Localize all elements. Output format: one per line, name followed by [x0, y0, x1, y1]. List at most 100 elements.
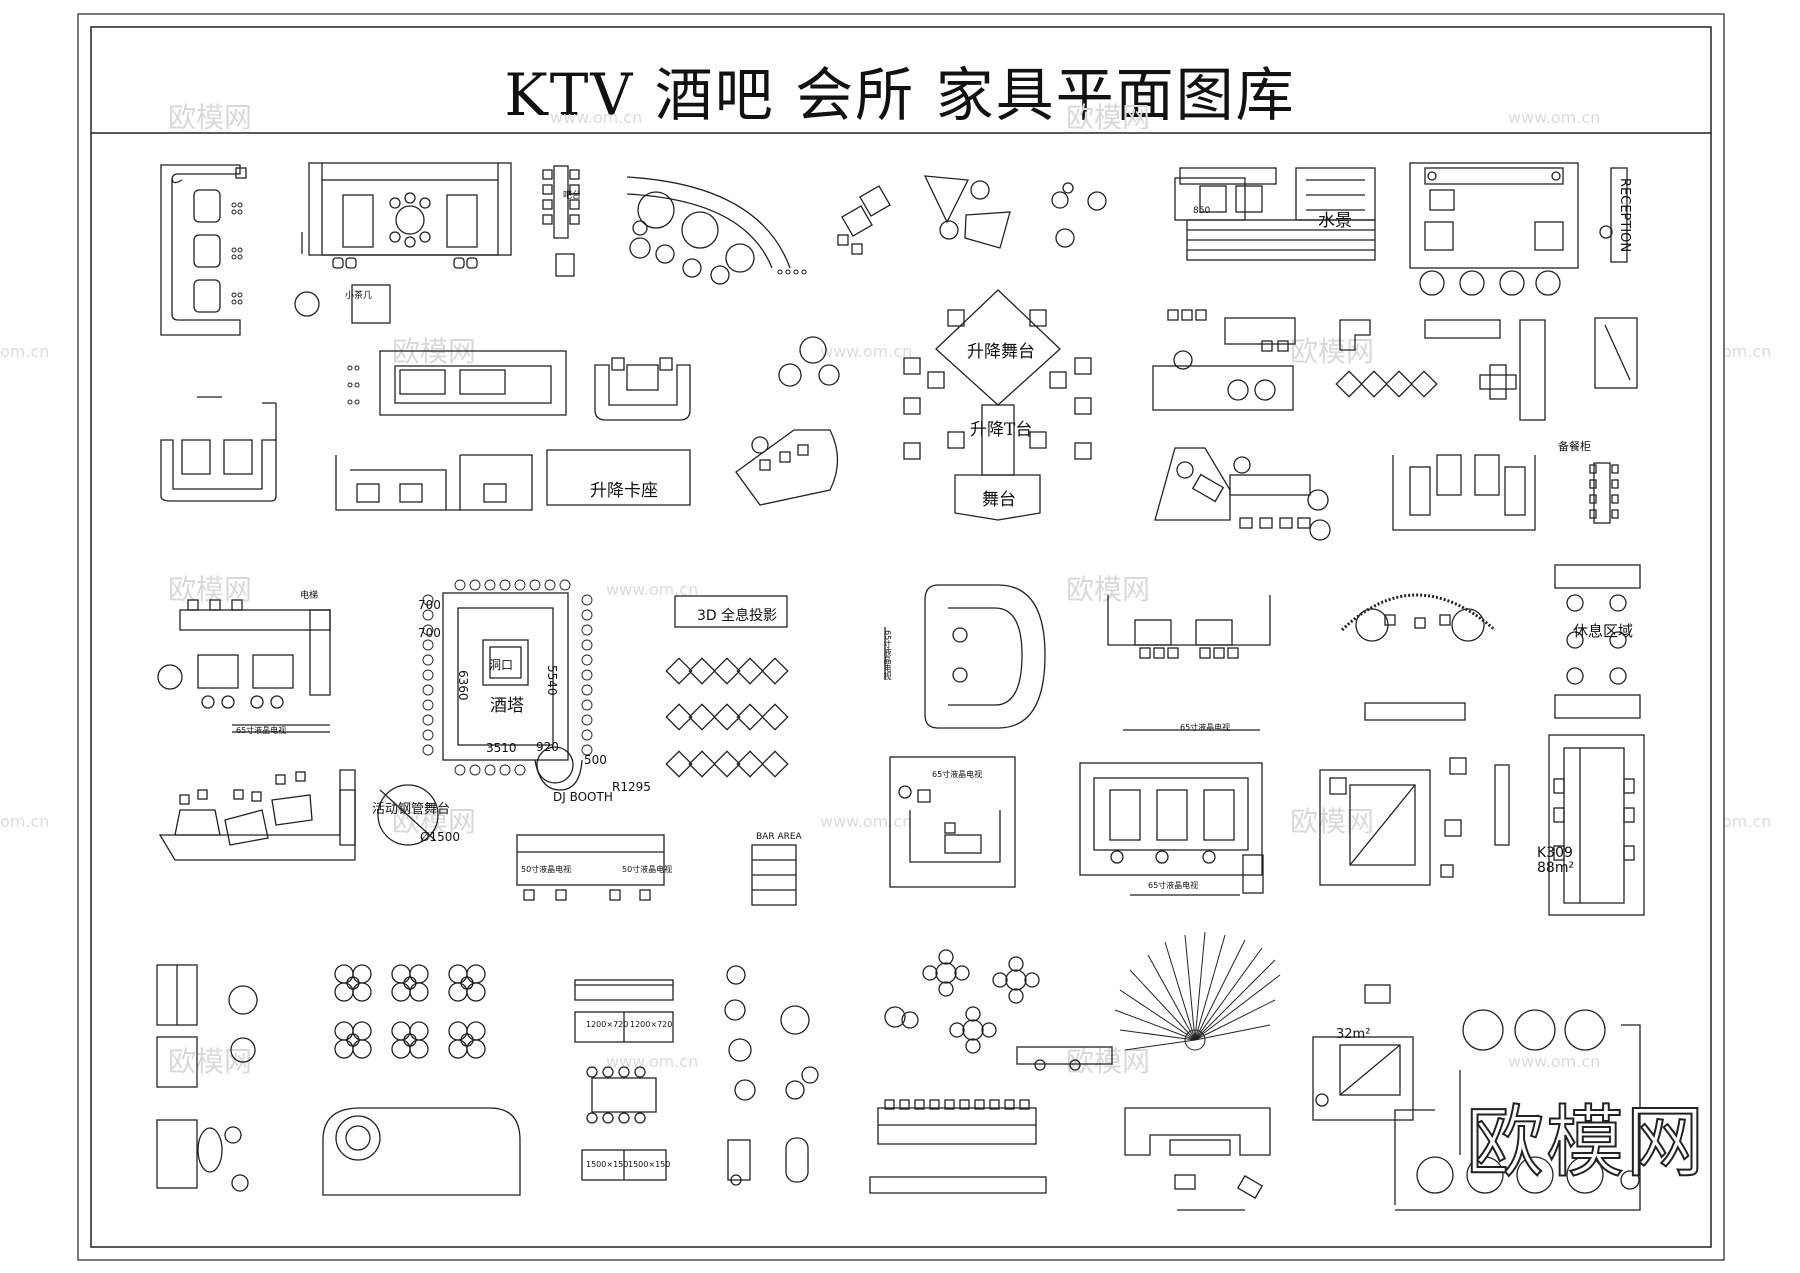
dimension-5540: 5540 — [545, 665, 559, 696]
lift-booth — [335, 449, 691, 511]
tv-room-a — [889, 756, 1016, 888]
tv-65-label: 65寸液晶电视 — [1148, 881, 1199, 890]
stage-label: 舞台 — [982, 490, 1016, 510]
small-tea-table — [351, 284, 391, 324]
watermark-url: om.cn — [0, 812, 50, 831]
reception-area — [1409, 162, 1628, 296]
dimension-500: 500 — [584, 753, 607, 767]
curved-bar-counter — [626, 176, 807, 285]
bar-table-vertical — [542, 165, 580, 277]
clover-tables-grid — [334, 964, 486, 1059]
tv-65-label: 65寸液晶电视 — [236, 726, 287, 735]
shard-tables — [923, 175, 1107, 249]
movable-stage-label: 活动钢管舞台 — [372, 802, 451, 817]
long-dining-tables — [574, 979, 674, 1181]
room-plan-32 — [1312, 984, 1414, 1121]
projection-label: 3D 全息投影 — [697, 608, 778, 624]
sofa-lounge-stack — [156, 964, 258, 1192]
dj-booth-label: DJ BOOTH — [553, 790, 613, 804]
curved-bar-platform — [322, 1107, 521, 1196]
tv-room-b — [1079, 762, 1264, 896]
bar-counter-lounge — [157, 599, 331, 733]
bar-seating-group — [1152, 309, 1296, 411]
watermark-url: www.om.cn — [1508, 1052, 1601, 1071]
dimension-6360: 6360 — [456, 670, 470, 701]
tv-50-label: 50寸液晶电视 — [622, 865, 673, 874]
lounge-chair-icon — [294, 291, 320, 317]
tv-65-label: 65寸液晶电视 — [1180, 723, 1231, 732]
watermark-url: www.om.cn — [820, 342, 913, 361]
room-plan-a — [1319, 757, 1467, 886]
starburst-ceiling — [1114, 931, 1281, 1051]
watermark-brand: 欧模网 — [392, 805, 477, 838]
tv-65-vertical-label: 65寸液晶电视 — [883, 630, 892, 681]
room-area-label: 88m² — [1537, 860, 1575, 876]
dimension-1200x720: 1200×720 — [630, 1020, 673, 1029]
lift-t-stage-label: 升降T台 — [970, 420, 1033, 440]
curved-booth-sofa — [160, 164, 247, 336]
room-plan-k309 — [1494, 734, 1645, 916]
scattered-chairs — [724, 965, 819, 1186]
backup-cabinet-label: 备餐柜 — [1558, 440, 1591, 453]
bar-area-table — [751, 844, 797, 906]
l-sofa-corner — [1154, 447, 1331, 541]
curved-lounge-arc — [1340, 593, 1496, 721]
tv-65-label: 65寸液晶电视 — [932, 770, 983, 779]
bar-counter-label: 吧台 — [563, 191, 582, 201]
reception-label: RECEPTION — [1617, 178, 1632, 253]
stage-seating — [158, 769, 356, 861]
tv-booth-group — [1107, 595, 1271, 731]
ktv-curved-booth — [594, 357, 691, 421]
watermark-brand: 欧模网 — [1290, 335, 1375, 368]
water-feature-lounge — [1174, 167, 1376, 261]
l-counter — [1335, 319, 1546, 421]
rest-area — [1554, 564, 1641, 719]
dimension-d1500: Ø1500 — [420, 830, 460, 844]
watermark-url: om.cn — [1722, 812, 1772, 831]
room-code-label: K309 — [1537, 845, 1573, 861]
u-shaped-booth — [301, 162, 512, 269]
l-booth-small — [160, 396, 277, 502]
watermark-url: om.cn — [1722, 342, 1772, 361]
movable-pole-stage — [377, 784, 439, 846]
dimension-700-b: 700 — [418, 626, 441, 640]
dimension-850: 850 — [1193, 206, 1211, 216]
small-table-label: 小茶几 — [345, 291, 373, 301]
watermark-brand: 欧模网 — [168, 101, 253, 134]
dimension-1200x720: 1200×720 — [586, 1020, 629, 1029]
brand-logo: 欧模网 — [1465, 1097, 1707, 1189]
watermark-url: www.om.cn — [550, 108, 643, 127]
stage-booth — [1124, 1107, 1271, 1211]
watermark-url: www.om.cn — [1508, 108, 1601, 127]
long-sofa-row — [347, 350, 567, 416]
projection-box — [674, 595, 788, 628]
area-32-label: 32m² — [1336, 1027, 1371, 1042]
round-booth-grid — [1394, 1009, 1641, 1211]
watermark-brand: 欧模网 — [1066, 101, 1151, 134]
tv-50-label: 50寸液晶电视 — [521, 865, 572, 874]
hole-label: 洞口 — [489, 658, 514, 672]
watermark-brand: 欧模网 — [1290, 805, 1375, 838]
lounge-label: 休息区域 — [1573, 622, 1634, 640]
bar-area-label: BAR AREA — [756, 832, 802, 842]
billiard-table — [1594, 317, 1638, 389]
watermark-brand: 欧模网 — [1066, 1045, 1151, 1078]
watermark-url: www.om.cn — [606, 580, 699, 599]
dimension-1500x150: 1500×150 — [586, 1160, 629, 1169]
watermark-url: om.cn — [0, 342, 50, 361]
round-table-cluster — [884, 949, 1113, 1071]
elevator-label: 电梯 — [300, 591, 319, 601]
lift-stage — [903, 289, 1092, 521]
wine-tower-bubbles — [422, 579, 593, 776]
lift-booth-label: 升降卡座 — [590, 481, 658, 501]
wine-tower-stage — [442, 592, 583, 791]
bar-area-room — [516, 834, 665, 901]
inner-frame — [90, 26, 1712, 1248]
dimension-700-a: 700 — [418, 598, 441, 612]
sofa-set-small — [837, 185, 891, 255]
long-bar-counter — [869, 1099, 1047, 1194]
angled-bar-counter — [735, 336, 840, 506]
dimension-1500x150: 1500×150 — [628, 1160, 671, 1169]
